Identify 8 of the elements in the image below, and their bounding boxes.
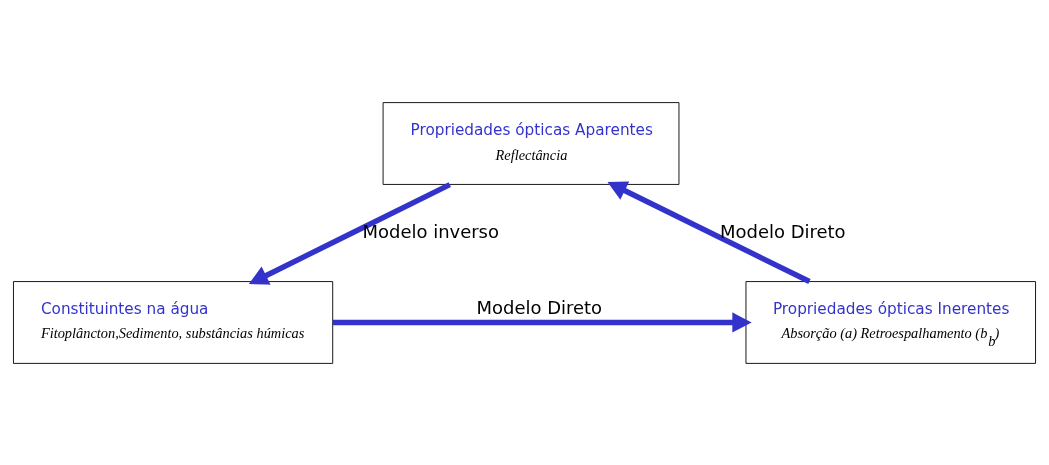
edge-label: Modelo Direto (476, 296, 603, 318)
arrow (607, 181, 811, 284)
arrow (248, 181, 451, 285)
node-box: Constituintes na água Fitoplâncton,Sedimento, substâncias húmicas (13, 280, 334, 364)
edge-label: Modelo Direto (720, 220, 846, 241)
arrow (332, 311, 752, 333)
edge-label: Modelo inverso (362, 220, 499, 241)
node-box: Propriedades ópticas Aparentes Reflectância (382, 101, 680, 185)
